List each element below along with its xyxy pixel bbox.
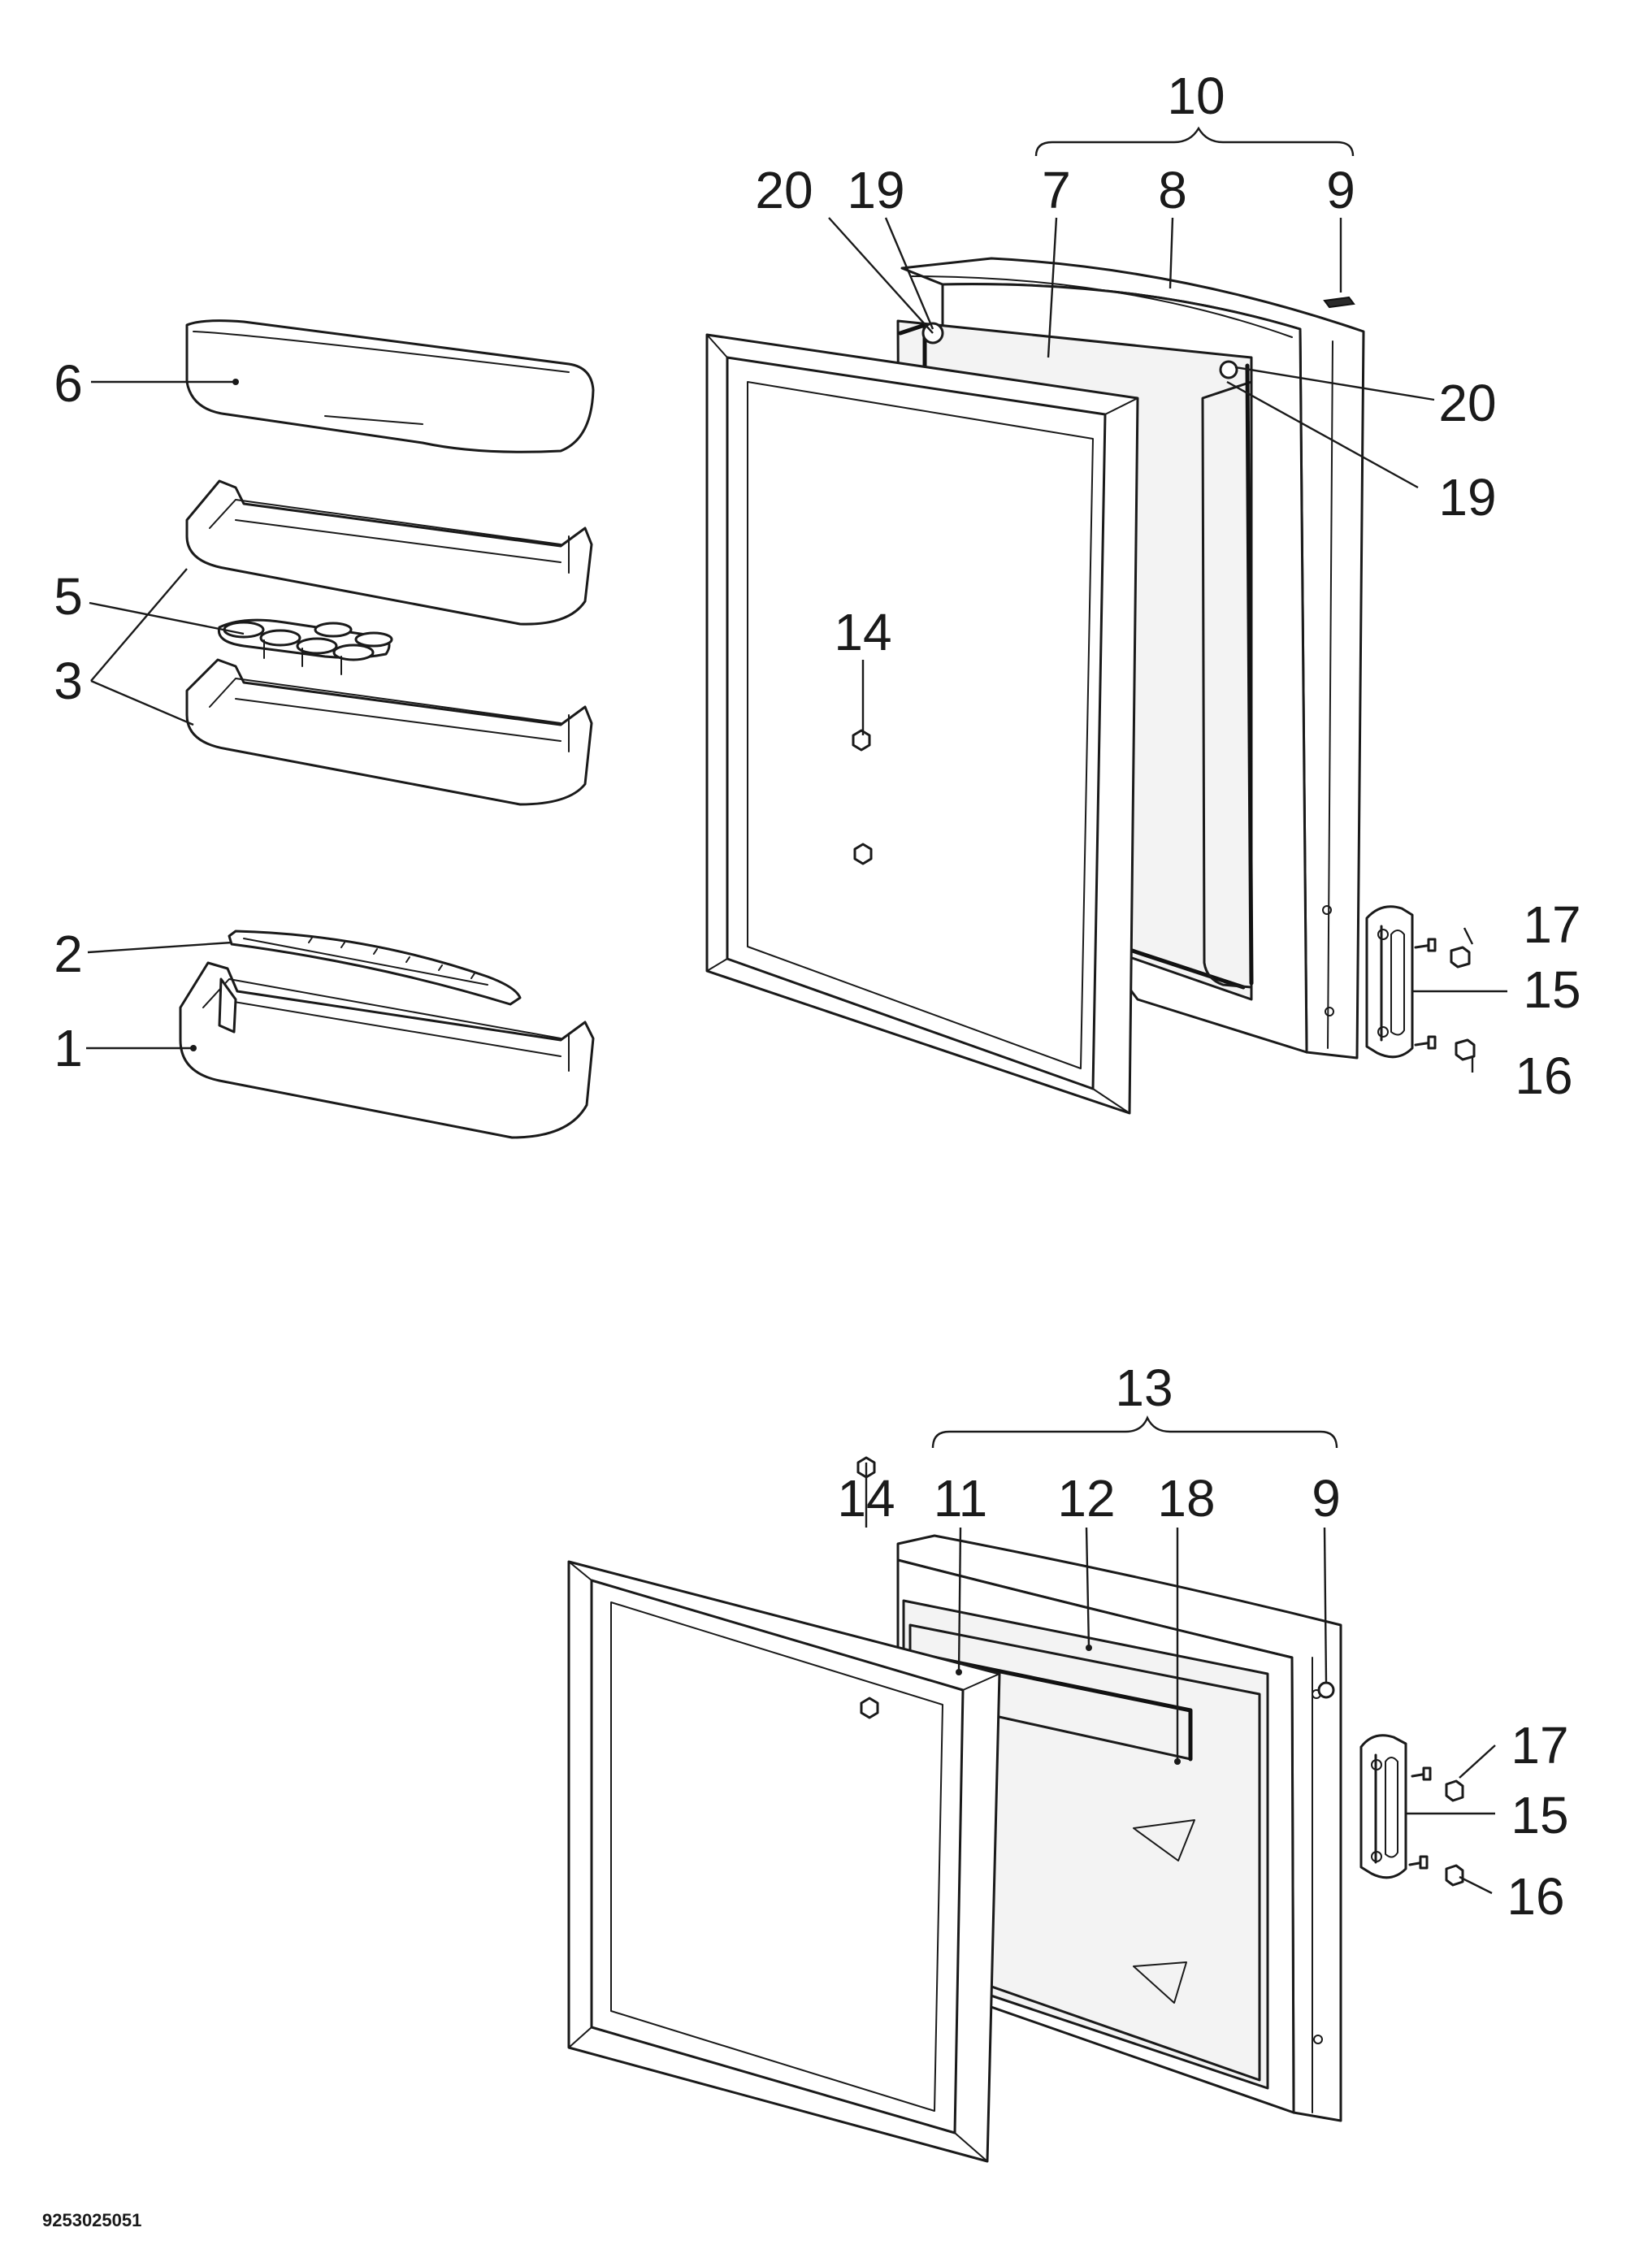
callout-11: 11 bbox=[934, 1469, 987, 1528]
callout-14-top: 14 bbox=[834, 603, 891, 661]
fridge-door-gasket-frame bbox=[705, 333, 1139, 1115]
freezer-door-handle bbox=[1359, 1734, 1407, 1879]
callout-12: 12 bbox=[1057, 1469, 1115, 1528]
fridge-door-handle bbox=[1365, 905, 1414, 1059]
shelf-cover-6 bbox=[185, 319, 595, 453]
callout-15-bottom: 15 bbox=[1511, 1786, 1568, 1844]
callout-1: 1 bbox=[54, 1019, 83, 1077]
door-bin-lower bbox=[185, 658, 593, 806]
callout-7: 7 bbox=[1042, 161, 1071, 219]
drawing-code: 9253025051 bbox=[42, 2210, 141, 2230]
leader-dots bbox=[190, 379, 1181, 1765]
callout-13: 13 bbox=[1115, 1359, 1173, 1417]
callout-19-right: 19 bbox=[1438, 468, 1496, 527]
door-bin-bottom bbox=[179, 961, 595, 1139]
callout-16-top: 16 bbox=[1515, 1047, 1572, 1105]
callout-6: 6 bbox=[54, 354, 83, 413]
leader-lines bbox=[86, 217, 1507, 1895]
brace-13 bbox=[931, 1415, 1338, 1449]
callout-15-top: 15 bbox=[1523, 960, 1580, 1019]
callout-17-top: 17 bbox=[1523, 895, 1580, 954]
fridge-door-pins bbox=[852, 729, 873, 865]
door-bin-upper bbox=[185, 479, 593, 626]
callout-9-bottom: 9 bbox=[1312, 1469, 1341, 1528]
handle-screws-upper bbox=[1414, 938, 1476, 1061]
callout-20-right: 20 bbox=[1438, 374, 1496, 432]
callout-10: 10 bbox=[1167, 67, 1225, 125]
bin-divider bbox=[228, 930, 522, 1006]
egg-tray bbox=[217, 618, 393, 675]
callout-2: 2 bbox=[54, 925, 83, 983]
callout-19-top: 19 bbox=[847, 161, 904, 219]
callout-17-bottom: 17 bbox=[1511, 1716, 1568, 1775]
callout-18: 18 bbox=[1157, 1469, 1215, 1528]
brace-10 bbox=[1034, 126, 1355, 157]
callout-labels: 10 20 19 7 8 9 20 19 6 5 3 14 2 1 17 15 … bbox=[54, 67, 1580, 1926]
callout-3: 3 bbox=[54, 652, 83, 710]
handle-screws-lower bbox=[1408, 1766, 1464, 1887]
callout-14-bottom: 14 bbox=[837, 1469, 895, 1528]
callout-5: 5 bbox=[54, 567, 83, 626]
callout-20-top: 20 bbox=[755, 161, 813, 219]
callout-16-bottom: 16 bbox=[1507, 1867, 1564, 1926]
hinge-cap-upper bbox=[1323, 296, 1355, 309]
callout-9-top: 9 bbox=[1326, 161, 1355, 219]
callout-8: 8 bbox=[1158, 161, 1187, 219]
